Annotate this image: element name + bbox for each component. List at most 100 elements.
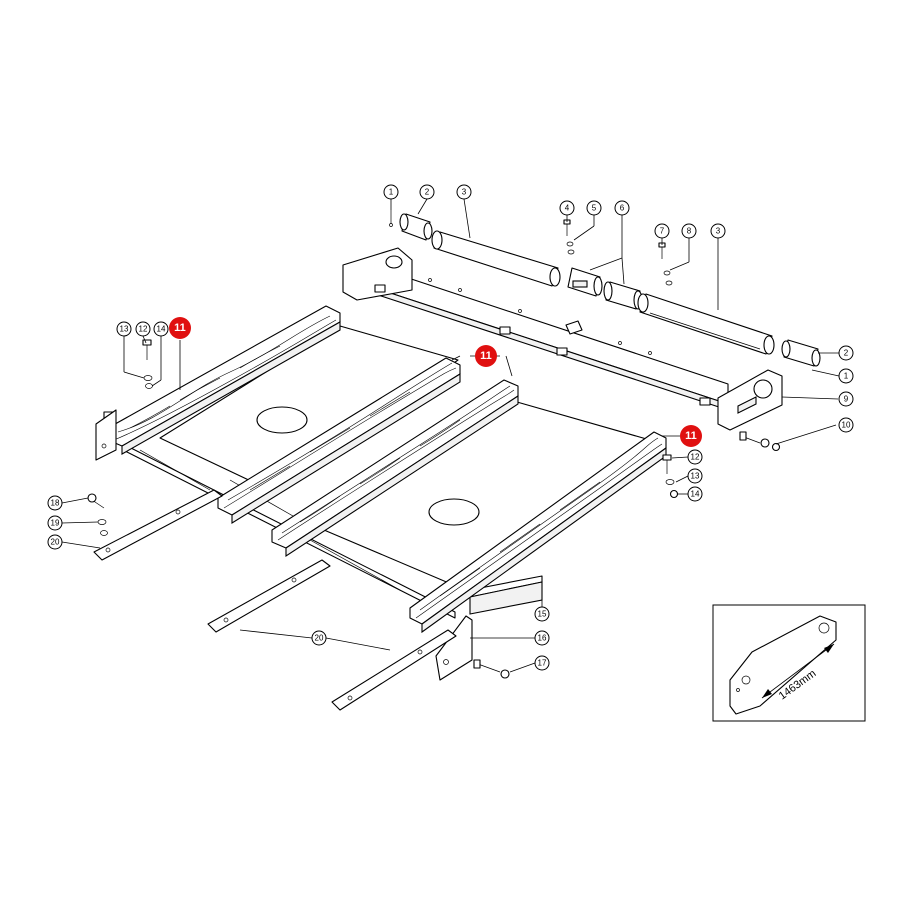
callout-circle xyxy=(654,223,670,239)
highlight-labels: 11 11 11 xyxy=(169,317,702,447)
callout-number: 13 xyxy=(691,472,700,481)
callout-circle xyxy=(838,417,854,433)
sleeve-left xyxy=(399,213,433,241)
callout-3: 3 xyxy=(456,184,472,200)
callout-2: 2 xyxy=(419,184,435,200)
highlight-number: 11 xyxy=(174,322,186,334)
callout-number: 1 xyxy=(844,372,849,381)
right-hardware xyxy=(662,454,679,499)
callout-circle xyxy=(614,200,630,216)
callout-circle xyxy=(838,368,854,384)
callout-circle xyxy=(559,200,575,216)
callout-circle xyxy=(710,223,726,239)
callout-number: 2 xyxy=(844,349,849,358)
wood-slat-4 xyxy=(409,431,667,634)
callout-1: 1 xyxy=(383,184,399,200)
callout-circle xyxy=(534,630,550,646)
callout-12: 12 xyxy=(135,321,151,337)
callout-8: 8 xyxy=(681,223,697,239)
left-bracket xyxy=(95,409,117,461)
callout-circle xyxy=(456,184,472,200)
flat-bar-right xyxy=(331,629,457,711)
callout-number: 3 xyxy=(716,227,721,236)
callout-18: 18 xyxy=(47,495,63,511)
leader-lines xyxy=(61,198,840,673)
callout-number: 7 xyxy=(660,227,665,236)
callout-number: 8 xyxy=(687,227,692,236)
flat-bar-left xyxy=(93,489,223,561)
callout-2: 2 xyxy=(838,345,854,361)
callout-17: 17 xyxy=(534,655,550,671)
callout-number: 9 xyxy=(844,395,849,404)
callout-circle xyxy=(687,449,703,465)
callout-1: 1 xyxy=(838,368,854,384)
highlight-circle xyxy=(169,317,191,339)
callout-circle xyxy=(838,391,854,407)
callout-number: 14 xyxy=(157,325,166,334)
floor-panel-left xyxy=(159,325,459,493)
highlight-callout-11: 11 xyxy=(680,425,702,447)
callout-number: 3 xyxy=(462,188,467,197)
callout-number: 2 xyxy=(425,188,430,197)
callout-circle xyxy=(47,534,63,550)
callout-12: 12 xyxy=(687,449,703,465)
highlight-circle xyxy=(475,345,497,367)
callout-circle xyxy=(586,200,602,216)
callout-number: 13 xyxy=(120,325,129,334)
wood-slat-3 xyxy=(271,379,519,558)
callout-14: 14 xyxy=(687,486,703,502)
callout-13: 13 xyxy=(116,321,132,337)
callout-16: 16 xyxy=(534,630,550,646)
tube-left xyxy=(431,230,561,287)
callout-number: 19 xyxy=(51,519,60,528)
callout-number: 17 xyxy=(538,659,547,668)
callout-13: 13 xyxy=(687,468,703,484)
highlight-number: 11 xyxy=(480,350,492,362)
callout-number: 14 xyxy=(691,490,700,499)
callout-19: 19 xyxy=(47,515,63,531)
callout-number: 20 xyxy=(51,538,60,547)
callout-circle xyxy=(687,486,703,502)
callout-circle xyxy=(153,321,169,337)
right-bracket xyxy=(435,615,473,681)
callout-circle xyxy=(47,515,63,531)
highlight-callout-11: 11 xyxy=(169,317,191,339)
callout-circle xyxy=(116,321,132,337)
callout-7: 7 xyxy=(654,223,670,239)
coupling-6a xyxy=(567,267,603,297)
coupling-6b xyxy=(603,281,643,310)
callout-20: 20 xyxy=(311,630,327,646)
bolt-17 xyxy=(473,659,510,679)
right-end-plate xyxy=(717,369,783,431)
rear-frame-beam xyxy=(342,247,729,411)
callout-number: 15 xyxy=(538,610,547,619)
callout-circle xyxy=(687,468,703,484)
callout-number: 1 xyxy=(389,188,394,197)
flat-bar-mid xyxy=(207,559,331,633)
callout-number: 4 xyxy=(565,204,570,213)
callout-number: 20 xyxy=(315,634,324,643)
callout-number: 5 xyxy=(592,204,597,213)
callout-circle xyxy=(838,345,854,361)
callout-5: 5 xyxy=(586,200,602,216)
callout-number: 6 xyxy=(620,204,625,213)
sleeve-right xyxy=(781,339,821,367)
callout-number: 12 xyxy=(691,453,700,462)
highlight-number: 11 xyxy=(685,430,697,442)
callout-circle xyxy=(681,223,697,239)
callout-20: 20 xyxy=(47,534,63,550)
callout-circle xyxy=(383,184,399,200)
callout-9: 9 xyxy=(838,391,854,407)
callout-circle xyxy=(534,606,550,622)
callout-14: 14 xyxy=(153,321,169,337)
wood-slat-2 xyxy=(217,357,461,524)
callout-number: 18 xyxy=(51,499,60,508)
callout-circle xyxy=(311,630,327,646)
highlight-callout-11: 11 xyxy=(475,345,497,367)
inset-detail: 1463mm xyxy=(712,604,866,722)
callout-3: 3 xyxy=(710,223,726,239)
callout-circle xyxy=(135,321,151,337)
